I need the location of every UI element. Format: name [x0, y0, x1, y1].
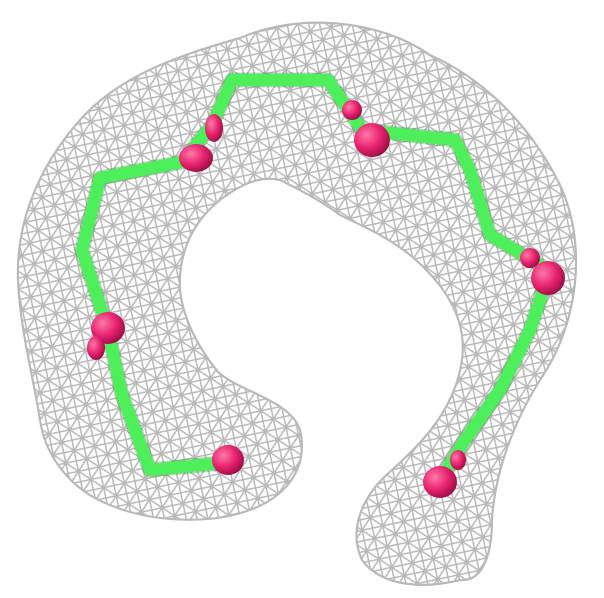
- oxygen-atom: [212, 445, 244, 475]
- oxygen-atom: [91, 312, 125, 344]
- oxygen-atom: [354, 123, 390, 157]
- oxygen-atom: [205, 114, 223, 142]
- oxygen-atom: [87, 336, 105, 360]
- oxygen-atom: [450, 450, 466, 470]
- oxygen-atom: [179, 144, 213, 172]
- oxygen-atom: [342, 100, 362, 120]
- oxygen-atom: [520, 248, 540, 268]
- oxygen-atom: [423, 466, 457, 498]
- oxygen-atoms: [87, 100, 565, 498]
- oxygen-atom: [531, 261, 565, 295]
